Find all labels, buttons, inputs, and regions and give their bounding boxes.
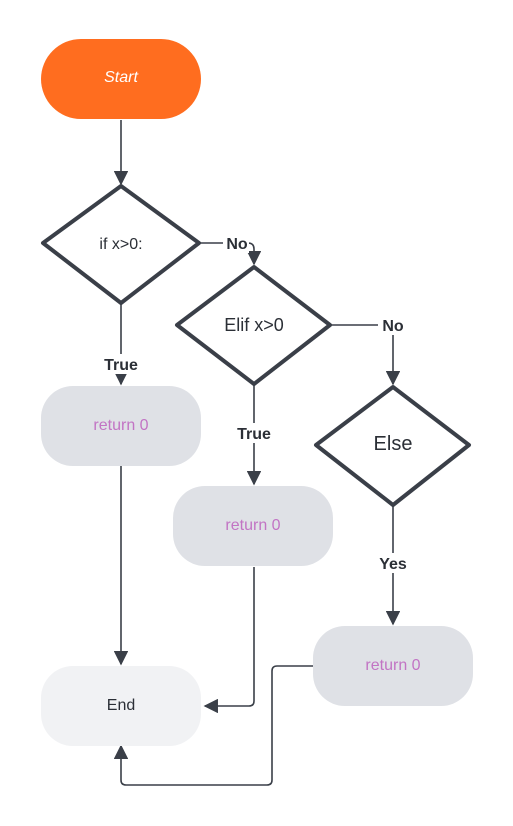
elif-label: Elif x>0 <box>224 315 284 335</box>
return-true-node <box>41 386 201 466</box>
edge-label-elif-true: True <box>237 426 271 443</box>
return-elif-node <box>173 486 333 566</box>
else-label: Else <box>374 433 413 455</box>
label-bg-elif-no <box>378 315 408 335</box>
label-bg-elif-true <box>232 423 276 443</box>
edge-label-elif-no: No <box>382 318 404 335</box>
start-label: Start <box>104 69 138 86</box>
return-elif-label: return 0 <box>225 517 280 534</box>
end-node <box>41 666 201 746</box>
if-label: if x>0: <box>99 236 142 253</box>
label-bg-else-yes <box>375 553 411 573</box>
edge-label-else-yes: Yes <box>379 556 407 573</box>
return-true-label: return 0 <box>93 417 148 434</box>
end-label: End <box>107 697 135 714</box>
edge-label-if-true: True <box>104 357 138 374</box>
elif-decision <box>175 265 332 386</box>
if-decision <box>41 184 201 305</box>
return-else-label: return 0 <box>365 657 420 674</box>
start-node <box>41 39 201 119</box>
edge-label-if-no: No <box>226 236 248 253</box>
else-decision <box>314 385 471 507</box>
return-else-node <box>313 626 473 706</box>
edge-return-elif-to-end <box>203 567 255 714</box>
edge-return-else-to-end <box>113 665 313 786</box>
label-bg-if-no <box>223 233 249 253</box>
label-bg-if-true <box>99 354 143 374</box>
